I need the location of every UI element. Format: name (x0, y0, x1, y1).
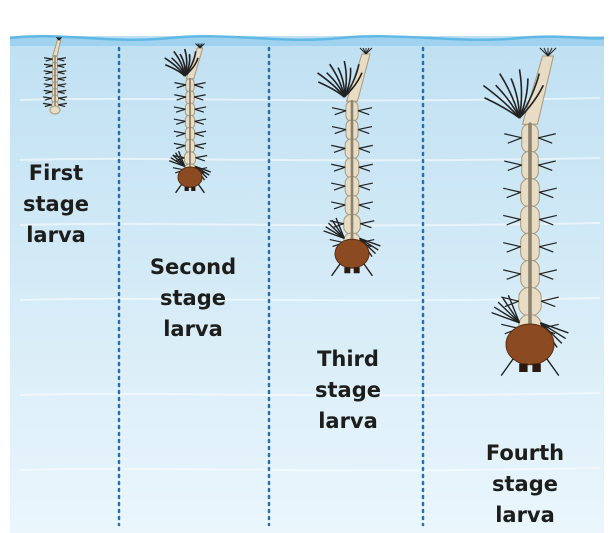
first-stage-line-1: First (0, 158, 121, 189)
fourth-stage-label: Fourth stage larva (460, 438, 590, 531)
mouth-parts (354, 267, 360, 273)
larva-head (50, 106, 60, 114)
mouth-parts (519, 364, 527, 372)
second-stage-label: Second stage larva (128, 252, 258, 345)
first-stage-line-3: larva (0, 220, 121, 251)
larva-head (506, 324, 554, 365)
air-strip (10, 0, 604, 36)
third-stage-label: Third stage larva (283, 344, 413, 437)
second-stage-line-2: stage (128, 283, 258, 314)
mouth-parts (532, 364, 540, 372)
third-stage-line-1: Third (283, 344, 413, 375)
mouth-parts (344, 267, 350, 273)
larva-head (178, 167, 202, 187)
fourth-stage-line-2: stage (460, 469, 590, 500)
first-stage-label: First stage larva (0, 158, 121, 251)
third-stage-line-3: larva (283, 406, 413, 437)
first-stage-line-2: stage (0, 189, 121, 220)
fourth-stage-line-3: larva (460, 500, 590, 531)
fourth-stage-line-1: Fourth (460, 438, 590, 469)
mouth-parts (185, 187, 189, 191)
second-stage-line-3: larva (128, 314, 258, 345)
second-stage-line-1: Second (128, 252, 258, 283)
third-stage-line-2: stage (283, 375, 413, 406)
mouth-parts (191, 187, 195, 191)
larva-head (335, 239, 369, 268)
